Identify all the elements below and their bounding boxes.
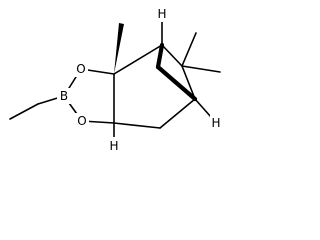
pinanediol-ethylboronate-structure: B O O H H H xyxy=(9,6,222,153)
c1-c6-bond xyxy=(161,44,183,67)
bridge-bond-c5 xyxy=(155,64,198,102)
c3-c4-bond xyxy=(113,122,161,129)
bridge-bond-c1 xyxy=(155,42,165,70)
gem-methyl-up-bond xyxy=(181,32,197,67)
h-right-bond xyxy=(194,98,212,118)
oxygen-bottom-atom-label: O xyxy=(77,114,86,128)
oxygen-top-atom-label: O xyxy=(76,62,85,76)
c6-c5-bond xyxy=(181,65,196,100)
boron-atom-label: B xyxy=(60,89,68,103)
methyl-wedge-bond xyxy=(114,23,124,74)
c4-c5-bond xyxy=(159,98,196,129)
c2-c1-bond xyxy=(113,44,163,75)
gem-methyl-right-bond xyxy=(181,65,221,73)
hydrogen-bottom-left-atom-label: H xyxy=(109,139,118,153)
ethyl-ch3-bond xyxy=(9,103,39,120)
hydrogen-top-atom-label: H xyxy=(157,7,166,21)
hydrogen-right-atom-label: H xyxy=(211,116,220,130)
